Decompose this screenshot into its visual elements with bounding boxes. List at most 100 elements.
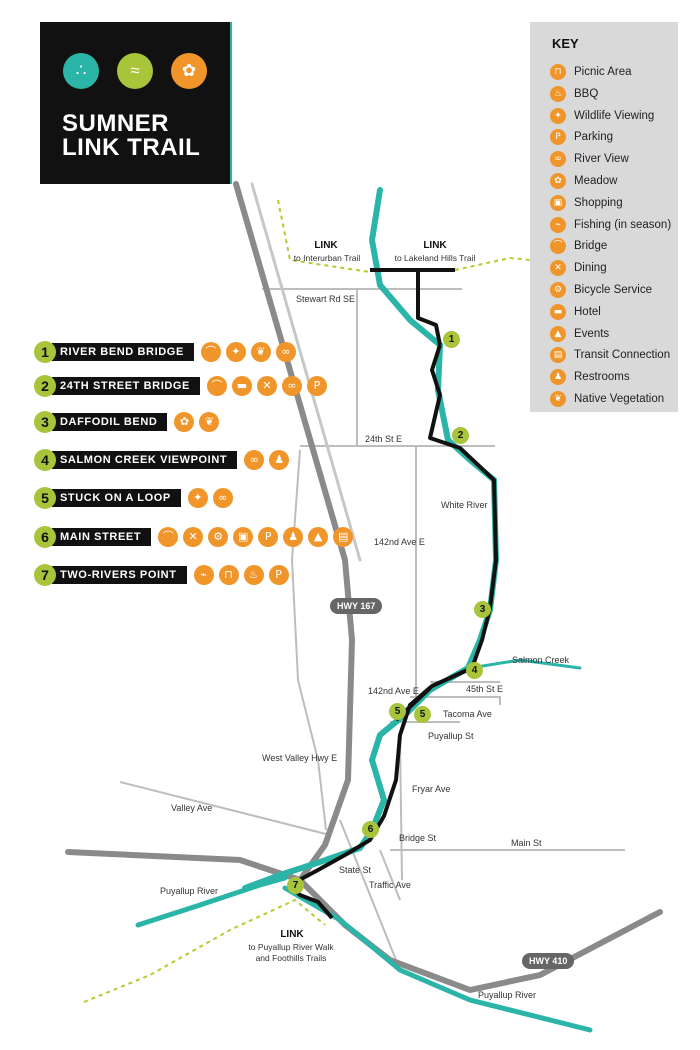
- transit-icon: ▤: [333, 527, 354, 547]
- binoculars-icon: ∞: [550, 151, 566, 168]
- vegetation-icon: ❦: [199, 412, 220, 432]
- road-valley-ave: Valley Ave: [171, 803, 213, 813]
- meadow-icon: ✿: [550, 173, 566, 189]
- link-puyallup-sub-2: and Foothills Trails: [255, 953, 327, 963]
- restrooms-icon: ♟: [550, 369, 566, 386]
- fryar-ave: [399, 739, 403, 881]
- stop-number-badge: 4: [34, 449, 56, 471]
- key-item-label: Wildlife Viewing: [574, 109, 655, 122]
- stop-name-bar: TWO-RIVERS POINT: [52, 566, 187, 584]
- key-item: ✕Dining: [550, 258, 607, 278]
- key-item: ⚙ Bicycle Service: [550, 280, 652, 300]
- stop-row: 4 SALMON CREEK VIEWPOINT ∞♟: [30, 448, 290, 472]
- key-item-label: Fishing (in season): [574, 218, 672, 231]
- state-st: [339, 819, 397, 961]
- bird-icon: ✦: [550, 107, 566, 124]
- key-item-label: Events: [574, 327, 610, 340]
- link-puyallup-label: LINK: [280, 929, 304, 940]
- dining-icon: ✕: [183, 527, 204, 547]
- salmon-icon: ≈: [117, 53, 153, 89]
- key-title: KEY: [552, 36, 579, 51]
- bird-icon: ✦: [225, 342, 246, 362]
- hwy-410-shield: HWY 410: [522, 953, 575, 969]
- events-icon: ▲: [550, 325, 566, 342]
- link-interurban-sub: to Interurban Trail: [293, 253, 361, 263]
- restrooms-icon: ♟: [283, 527, 304, 547]
- stop-number-badge: 5: [34, 487, 56, 509]
- parking-icon: P: [550, 129, 566, 146]
- key-item: ▲ Events: [550, 324, 609, 344]
- water-salmon-creek: Salmon Creek: [512, 655, 570, 665]
- key-item-label: Shopping: [574, 196, 623, 209]
- road-puyallup-st: Puyallup St: [428, 731, 474, 741]
- meadow-icon: ✿: [174, 412, 195, 432]
- tacoma-ave: [410, 696, 501, 705]
- page-title: SUMNER LINK TRAIL: [62, 112, 200, 160]
- stop-amenity-icons: ✦∞: [183, 488, 233, 508]
- stop-name: SALMON CREEK VIEWPOINT: [60, 454, 228, 466]
- key-item: ⊓Picnic Area: [550, 62, 632, 82]
- key-item-label: Dining: [574, 262, 607, 275]
- key-item-label: Hotel: [574, 305, 601, 318]
- stop-amenity-icons: ✿❦: [169, 412, 220, 432]
- link-puyallup-sub-1: to Puyallup River Walk: [248, 942, 334, 952]
- link-interurban-label: LINK: [314, 240, 338, 251]
- bbq-icon: ♨: [243, 565, 264, 585]
- stop-amenity-icons: ⌁⊓♨P: [189, 565, 289, 585]
- events-icon: ▲: [308, 527, 329, 547]
- restrooms-icon: ♟: [269, 450, 290, 470]
- stop-name-bar: RIVER BEND BRIDGE: [52, 343, 194, 361]
- key-item: P Parking: [550, 127, 613, 147]
- key-item: ✦ Wildlife Viewing: [550, 106, 654, 126]
- key-item-label: Bicycle Service: [574, 284, 652, 296]
- road-stewart: Stewart Rd SE: [296, 294, 356, 304]
- key-item-label: Parking: [574, 131, 613, 144]
- road-state-st: State St: [339, 865, 372, 875]
- title-panel: [40, 22, 230, 184]
- key-item-label: River View: [574, 153, 629, 166]
- binoculars-icon: ∞: [275, 342, 296, 362]
- bird-icon: ✦: [187, 488, 208, 508]
- key-item: ⌁Fishing (in season): [550, 215, 671, 235]
- road-24th: 24th St E: [365, 434, 403, 444]
- key-item: ▬ Hotel: [550, 302, 601, 322]
- stop-number-badge: 1: [34, 341, 56, 363]
- road-west-valley: West Valley Hwy E: [262, 753, 338, 763]
- stop-amenity-icons: ∞♟: [239, 450, 290, 470]
- stop-name: MAIN STREET: [60, 531, 142, 543]
- link-lakeland-label: LINK: [423, 240, 447, 251]
- puyallup-river-w: [135, 875, 288, 928]
- picnic-icon: ⊓: [218, 565, 239, 585]
- trail-marker-2: 2: [452, 427, 469, 444]
- key-item-label: Bridge: [574, 240, 608, 253]
- stop-name: TWO-RIVERS POINT: [60, 569, 177, 581]
- road-traffic-ave: Traffic Ave: [369, 880, 411, 890]
- west-valley-hwy: [290, 449, 327, 831]
- dining-icon: ✕: [257, 376, 277, 396]
- trail-marker-1: 1: [443, 331, 460, 348]
- stop-amenity-icons: ⌒✦❦∞: [196, 342, 296, 362]
- link-interurban: [277, 199, 371, 273]
- stop-number-badge: 6: [34, 526, 56, 548]
- trail-marker-5a: 5: [389, 703, 406, 720]
- key-item: ∞ River View: [550, 149, 629, 169]
- footprints-icon: ∴: [63, 53, 99, 89]
- bridge-icon: ⌒: [207, 376, 227, 396]
- road-45th: 45th St E: [466, 684, 504, 694]
- stop-name: RIVER BEND BRIDGE: [60, 346, 184, 358]
- hotel-icon: ▬: [232, 376, 252, 396]
- trail-marker-6: 6: [362, 821, 379, 838]
- road-fryar: Fryar Ave: [412, 784, 451, 794]
- bicycle-icon: ⚙: [550, 282, 566, 298]
- bridge-icon: ⌒: [550, 238, 566, 255]
- link-lakeland-sub: to Lakeland Hills Trail: [394, 253, 476, 263]
- hotel-icon: ▬: [550, 303, 566, 320]
- stop-name: DAFFODIL BEND: [60, 416, 158, 428]
- parking-icon: P: [268, 565, 289, 585]
- stop-number-badge: 7: [34, 564, 56, 586]
- key-item: ♟Restrooms: [550, 367, 630, 387]
